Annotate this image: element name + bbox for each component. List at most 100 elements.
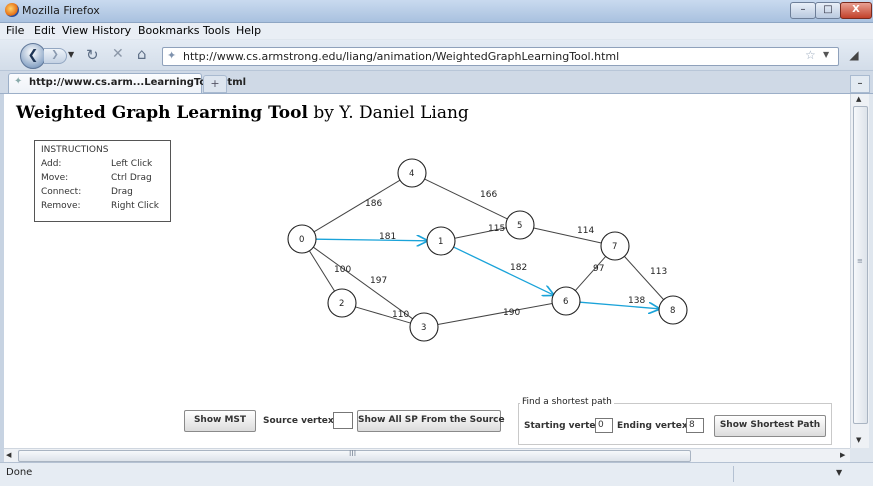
edge-weight-label: 114 (577, 226, 594, 236)
vertex-3[interactable]: 3 (409, 312, 439, 342)
vertex-circle[interactable] (426, 226, 456, 256)
vertex-8[interactable]: 8 (658, 295, 688, 325)
edge-7-8[interactable] (624, 256, 664, 300)
edge-0-4[interactable] (313, 179, 401, 233)
edge-0-2[interactable] (308, 250, 336, 292)
vertex-label: 6 (563, 297, 568, 307)
show-mst-button[interactable]: Show MST (184, 410, 256, 432)
vertex-0[interactable]: 0 (287, 224, 317, 254)
edge-3-6[interactable] (437, 303, 553, 325)
edge-2-3[interactable] (355, 306, 411, 324)
menu-view[interactable]: View (62, 24, 89, 37)
starting-vertex-label: Starting vertex: (524, 421, 605, 431)
edge-1-5[interactable] (454, 227, 507, 239)
starting-vertex-input[interactable]: 0 (595, 418, 613, 433)
ending-vertex-input[interactable]: 8 (686, 418, 704, 433)
home-icon[interactable]: ⌂ (137, 45, 147, 63)
minimize-button[interactable]: – (790, 2, 816, 19)
vertex-circle[interactable] (658, 295, 688, 325)
vertex-circle[interactable] (327, 288, 357, 318)
vertex-label: 0 (299, 235, 304, 245)
page-title-main: Weighted Graph Learning Tool (16, 103, 308, 123)
menu-tools[interactable]: Tools (203, 24, 231, 37)
forward-button[interactable]: ❯ (44, 48, 67, 64)
vertex-circle[interactable] (600, 231, 630, 261)
url-bar[interactable]: ✦ http://www.cs.armstrong.edu/liang/anim… (162, 47, 839, 66)
instruction-how: Left Click (111, 159, 153, 169)
reload-icon[interactable]: ↻ (86, 46, 99, 64)
site-identity-icon[interactable]: ✦ (167, 49, 177, 62)
vertex-circle[interactable] (409, 312, 439, 342)
scroll-up-icon[interactable]: ▲ (856, 95, 862, 103)
edge-6-7[interactable] (574, 256, 607, 291)
vertex-5[interactable]: 5 (505, 210, 535, 240)
vertex-1[interactable]: 1 (426, 226, 456, 256)
instructions-heading: INSTRUCTIONS (41, 145, 109, 155)
menu-file[interactable]: File (6, 24, 25, 37)
scroll-right-icon[interactable]: ▶ (840, 451, 846, 459)
instruction-how: Ctrl Drag (111, 173, 152, 183)
edge-4-5[interactable] (424, 178, 508, 220)
instruction-action: Connect: (41, 187, 82, 197)
close-icon: X (852, 4, 860, 15)
bookmark-star-icon[interactable]: ☆ (805, 48, 816, 62)
menu-bookmarks[interactable]: Bookmarks (138, 24, 200, 37)
menu-edit[interactable]: Edit (34, 24, 56, 37)
vertex-circle[interactable] (551, 286, 581, 316)
edge-weight-label: 182 (510, 263, 527, 273)
navigation-toolbar: ❮ ❯ ▼ ↻ ✕ ⌂ ✦ http://www.cs.armstrong.ed… (0, 40, 873, 71)
vertex-7[interactable]: 7 (600, 231, 630, 261)
menu-help[interactable]: Help (236, 24, 262, 37)
window-title: Mozilla Firefox (22, 4, 100, 17)
vertex-circle[interactable] (287, 224, 317, 254)
edge-0-3[interactable] (313, 246, 413, 320)
vertex-label: 4 (409, 169, 414, 179)
vertical-scroll-thumb[interactable]: ≡ (853, 106, 868, 424)
scroll-down-icon[interactable]: ▼ (856, 436, 862, 444)
vertex-6[interactable]: 6 (551, 286, 581, 316)
horizontal-scroll-thumb[interactable]: III (18, 449, 691, 462)
instruction-action: Remove: (41, 201, 81, 211)
edge-0-1[interactable] (315, 239, 427, 241)
source-vertex-input[interactable] (333, 412, 353, 429)
history-dropdown-icon[interactable]: ▼ (68, 50, 75, 59)
url-text[interactable]: http://www.cs.armstrong.edu/liang/animat… (183, 50, 620, 63)
edge-5-7[interactable] (533, 227, 602, 244)
new-tab-button[interactable]: + (203, 75, 227, 93)
show-all-sp-button[interactable]: Show All SP From the Source (357, 410, 505, 432)
url-dropdown-icon[interactable]: ▼ (823, 50, 830, 59)
vertex-label: 8 (670, 306, 675, 316)
show-shortest-path-button[interactable]: Show Shortest Path (714, 415, 826, 437)
vertex-circle[interactable] (397, 158, 427, 188)
tab-weighted-graph[interactable]: ✦ http://www.cs.arm...LearningTool.html (8, 73, 246, 93)
stop-icon[interactable]: ✕ (112, 46, 124, 62)
edge-weight-label: 181 (379, 232, 396, 242)
forward-arrow-icon: ❯ (51, 50, 59, 60)
scroll-grip-icon: ≡ (857, 257, 863, 265)
vertex-4[interactable]: 4 (397, 158, 427, 188)
maximize-button[interactable]: □ (815, 2, 841, 19)
instruction-how: Drag (111, 187, 133, 197)
close-button[interactable]: X (840, 2, 872, 19)
tab-list-icon[interactable]: – (850, 75, 870, 93)
vertex-2[interactable]: 2 (327, 288, 357, 318)
addon-icon[interactable]: ◢ (849, 48, 859, 62)
vertex-circle[interactable] (505, 210, 535, 240)
status-dropdown-icon[interactable]: ▼ (836, 468, 843, 477)
edge-weight-label: 97 (593, 264, 604, 274)
window-title-bar[interactable]: Mozilla Firefox – □ X (0, 0, 873, 23)
vertical-scrollbar[interactable]: ▲ ≡ ▼ (850, 94, 869, 448)
scroll-left-icon[interactable]: ◀ (6, 451, 12, 459)
minimize-icon: – (800, 4, 806, 15)
menu-history[interactable]: History (92, 24, 132, 37)
back-button[interactable]: ❮ (20, 43, 46, 69)
vertex-label: 3 (421, 323, 426, 333)
edge-weight-label: 110 (392, 310, 409, 320)
edge-6-8[interactable] (579, 301, 659, 309)
horizontal-scrollbar[interactable]: ◀ III ▶ (4, 448, 850, 462)
edge-1-6[interactable] (453, 246, 554, 295)
node-layer: 0 1 2 3 4 5 6 7 8 (287, 158, 688, 342)
edge-weight-label: 190 (503, 308, 520, 318)
